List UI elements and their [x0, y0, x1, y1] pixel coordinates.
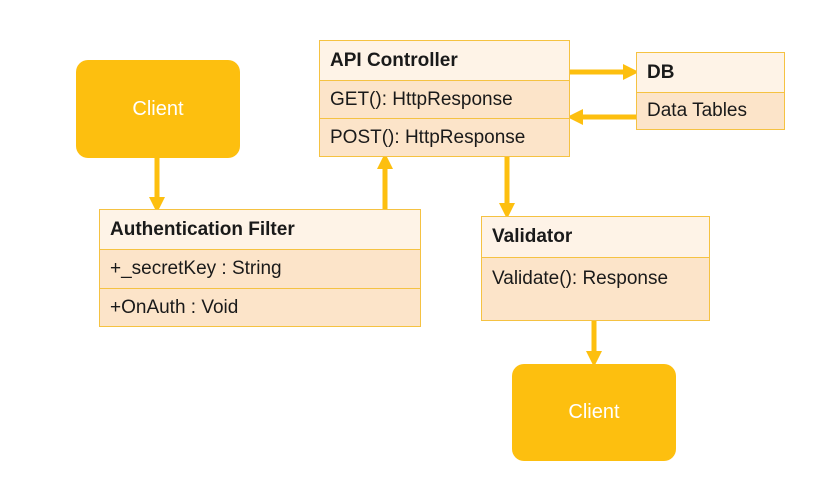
api-controller-class: API Controller GET(): HttpResponse POST(…: [319, 40, 570, 157]
validator-class: Validator Validate(): Response: [481, 216, 710, 321]
client-top-label: Client: [132, 97, 184, 120]
client-bottom-box: Client: [512, 364, 676, 461]
db-class: DB Data Tables: [636, 52, 785, 130]
validate-method: Validate(): Response: [482, 257, 709, 320]
get-method: GET(): HttpResponse: [320, 80, 569, 118]
on-auth-method: +OnAuth : Void: [100, 288, 420, 326]
authentication-filter-title: Authentication Filter: [100, 210, 420, 249]
api-controller-title: API Controller: [320, 41, 569, 80]
db-title: DB: [637, 53, 784, 92]
secret-key-field: +_secretKey : String: [100, 249, 420, 288]
post-method: POST(): HttpResponse: [320, 118, 569, 156]
data-tables-field: Data Tables: [637, 92, 784, 129]
authentication-filter-class: Authentication Filter +_secretKey : Stri…: [99, 209, 421, 327]
client-top-box: Client: [76, 60, 240, 158]
client-bottom-label: Client: [568, 401, 620, 423]
validator-title: Validator: [482, 217, 709, 257]
